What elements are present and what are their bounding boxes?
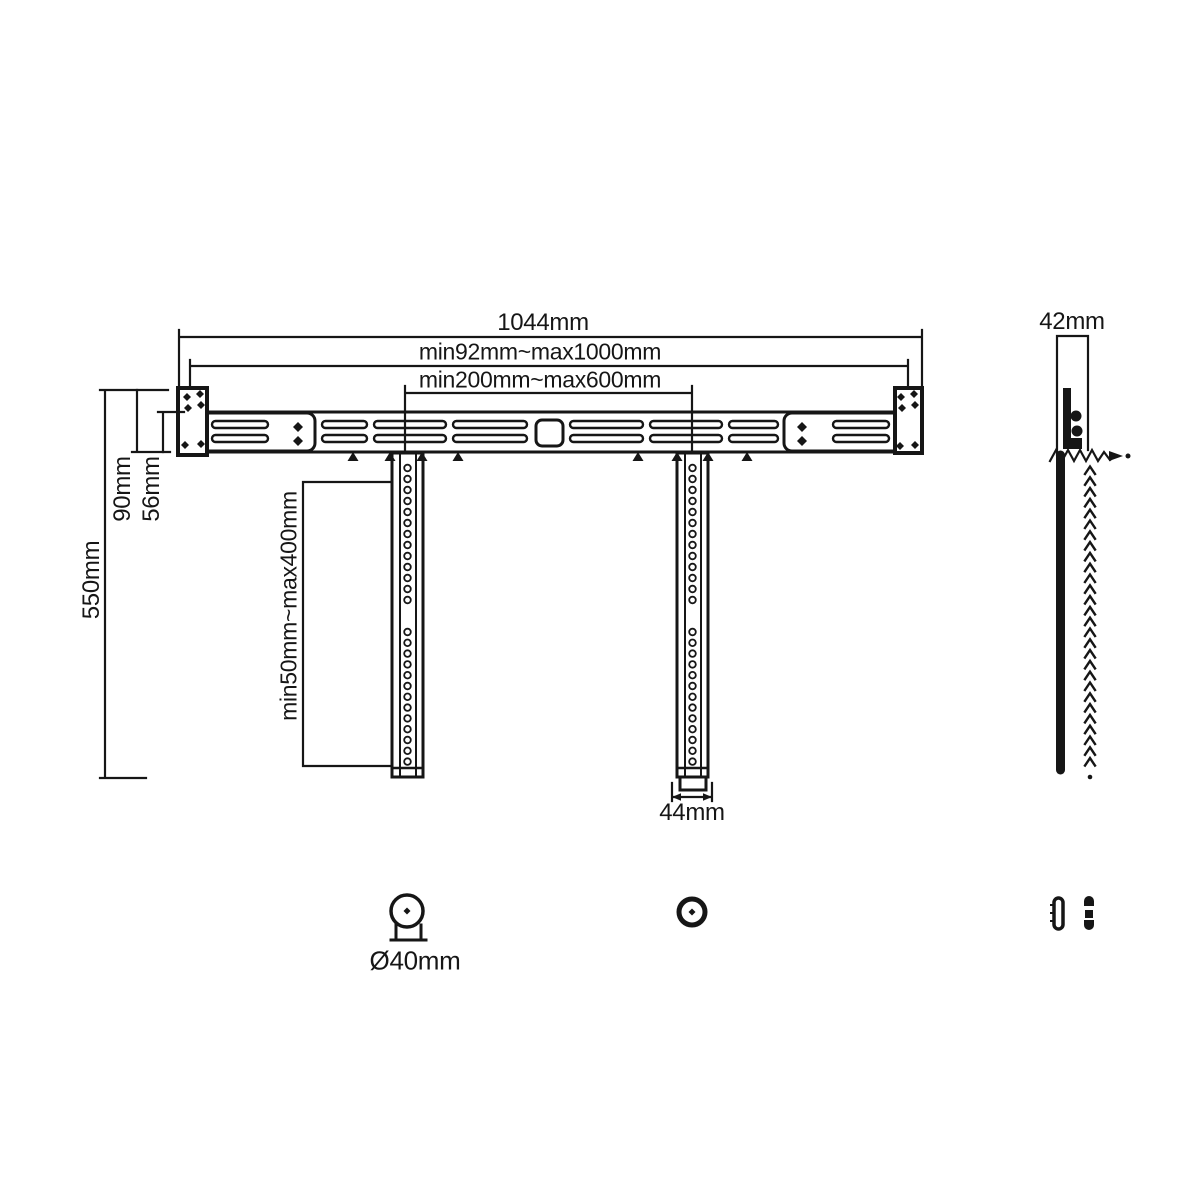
dim-label-plate-height: 90mm bbox=[109, 456, 136, 522]
spacer-front-symbol bbox=[389, 893, 428, 942]
pointer-arrow-icon bbox=[1109, 451, 1123, 461]
break-line bbox=[1048, 447, 1112, 464]
front-view bbox=[98, 328, 924, 803]
dim-label-rail-width: 44mm bbox=[659, 799, 725, 826]
right-mount-plate bbox=[893, 386, 924, 455]
side-bracket-profile bbox=[1063, 388, 1083, 449]
dim-label-depth: 42mm bbox=[1039, 308, 1105, 335]
dim-label-vertical-adjust-range: min50mm~max400mm bbox=[275, 491, 302, 721]
dim-label-bar-height: 56mm bbox=[138, 456, 165, 522]
adjustment-arrows bbox=[347, 452, 753, 461]
pin-symbol bbox=[1050, 896, 1065, 931]
spacer-side-symbol bbox=[676, 896, 708, 928]
side-perforation-chevrons bbox=[1083, 464, 1097, 768]
detail-parts bbox=[389, 893, 1094, 942]
center-cable-hole bbox=[534, 418, 565, 448]
pin-hidden-symbol bbox=[1084, 896, 1094, 930]
left-rail bbox=[390, 451, 425, 779]
dim-label-spacer-diameter: Ø40mm bbox=[369, 945, 461, 976]
right-rail bbox=[675, 451, 710, 792]
dim-label-total-height: 550mm bbox=[78, 540, 105, 620]
rail-end-cap bbox=[678, 775, 708, 792]
left-mount-plate bbox=[176, 386, 209, 457]
dim-label-total-width: 1044mm bbox=[497, 309, 589, 336]
dim-label-tv-mount-range: min92mm~max1000mm bbox=[418, 338, 662, 365]
dimension-lines bbox=[98, 328, 924, 803]
side-view bbox=[1048, 334, 1131, 780]
soundbar-bar bbox=[178, 410, 922, 461]
dim-label-bracket-spacing-range: min200mm~max600mm bbox=[418, 366, 662, 393]
